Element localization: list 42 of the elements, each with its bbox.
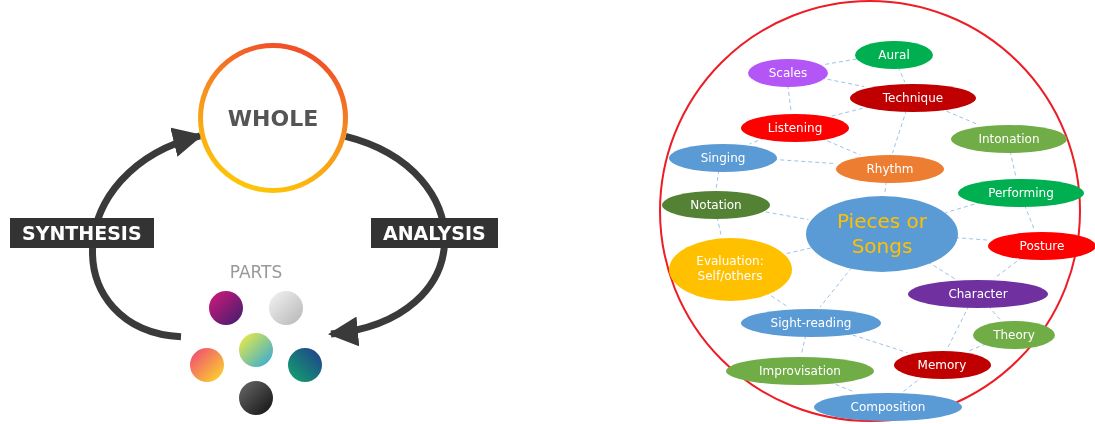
ellipse-node: Scales (748, 59, 828, 87)
connector-line (892, 109, 907, 154)
connector-line (987, 305, 1001, 321)
connector-line (1024, 204, 1035, 231)
ellipse-node: Sight-reading (741, 309, 881, 337)
ellipse-node: Performing (958, 179, 1084, 207)
ellipse-node: Pieces or Songs (806, 196, 958, 272)
connector-line (715, 169, 720, 190)
gradient-circle (209, 291, 243, 325)
ellipse-node: Aural (855, 41, 933, 69)
gradient-circle (239, 333, 273, 367)
connector-line (1009, 150, 1017, 178)
connector-line (897, 66, 906, 83)
gradient-circle (269, 291, 303, 325)
ellipse-node: Singing (669, 144, 777, 172)
connector-line (716, 216, 722, 237)
connector-line (967, 343, 987, 352)
ellipse-node: Composition (814, 393, 962, 421)
ellipse-node: Improvisation (726, 357, 874, 385)
ellipse-node: Rhythm (836, 155, 944, 183)
ellipse-node: Evaluation: Self/others (668, 237, 792, 301)
ellipse-node: Listening (741, 114, 849, 142)
connector-line (819, 266, 853, 308)
ellipse-node: Theory (973, 321, 1055, 349)
gradient-circle (190, 348, 224, 382)
curved-arrow (89, 130, 203, 341)
connector-line (787, 84, 792, 113)
ellipse-node: Technique (850, 84, 976, 112)
gradient-circle (288, 348, 322, 382)
ellipse-node: Notation (662, 191, 770, 219)
curved-arrow (328, 133, 449, 344)
ellipse-node: Character (908, 280, 1048, 308)
edge-label: ANALYSIS (371, 218, 498, 248)
ellipse-node: Memory (893, 351, 991, 379)
ellipse-node: Intonation (951, 125, 1067, 153)
connector-line (946, 305, 970, 350)
group-heading: PARTS (229, 262, 283, 282)
gradient-circle (239, 381, 273, 415)
connector-line (749, 137, 765, 145)
ellipse-node: Posture (988, 232, 1095, 260)
edge-label: SYNTHESIS (10, 218, 154, 248)
connector-line (884, 180, 887, 195)
